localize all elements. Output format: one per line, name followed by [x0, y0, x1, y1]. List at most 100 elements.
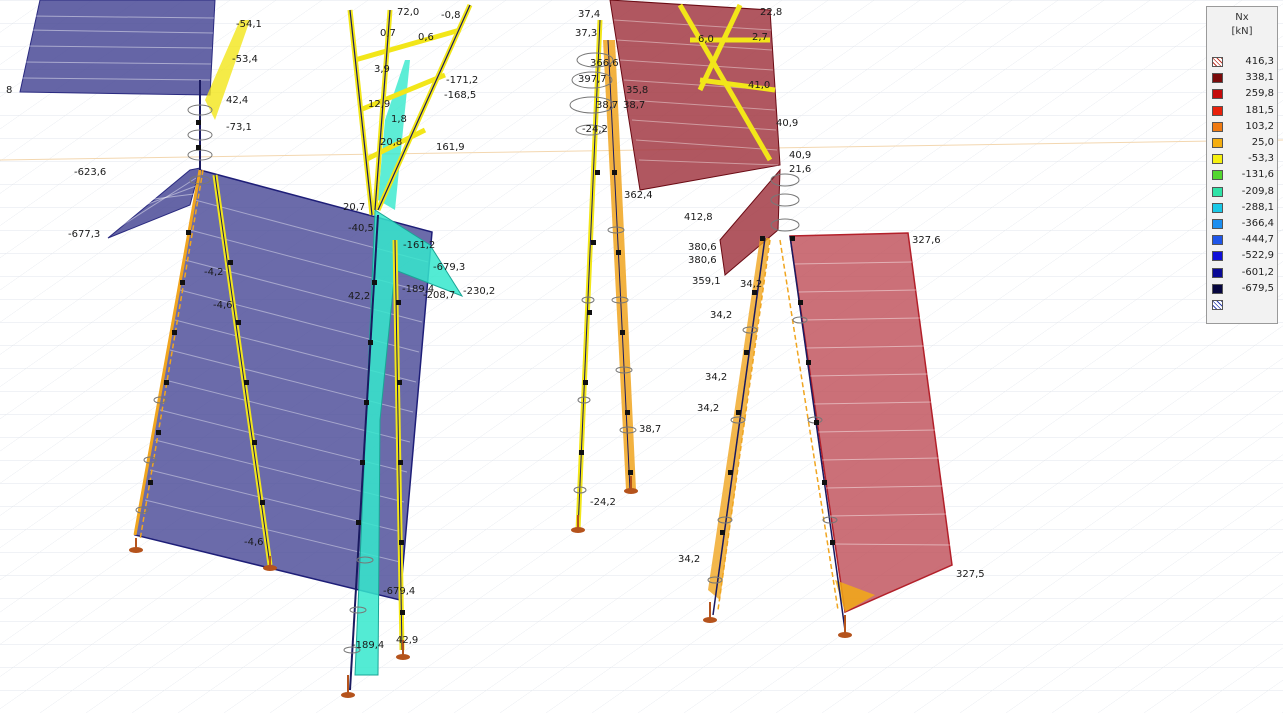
legend-entry	[1212, 298, 1274, 312]
legend-value: -522,9	[1241, 250, 1274, 262]
legend-swatch	[1212, 105, 1223, 116]
value-label: 380,6	[688, 242, 717, 253]
value-label: -208,7	[423, 290, 455, 301]
legend-entry: -131,6	[1212, 168, 1274, 182]
value-labels: 8 -54,1 -53,4 42,4 -73,1 -623,6 -677,3 -…	[6, 7, 985, 651]
value-label: 380,6	[688, 255, 717, 266]
value-label: 38,7	[596, 100, 618, 111]
value-label: 3,9	[374, 64, 390, 75]
result-diagram-red-tip	[835, 580, 875, 612]
result-diagram-red-large	[789, 232, 953, 614]
member-column-right-a	[712, 237, 766, 616]
legend-value: -131,6	[1241, 169, 1274, 181]
value-label: -4,6	[213, 300, 233, 311]
value-label: -0,8	[441, 10, 461, 21]
value-label: -230,2	[463, 286, 495, 297]
value-label: 12,9	[368, 99, 390, 110]
value-label: 161,9	[436, 142, 465, 153]
legend-value: -288,1	[1241, 201, 1274, 213]
legend-value: 416,3	[1245, 56, 1274, 67]
value-label: 37,4	[578, 9, 600, 20]
value-label: 362,4	[624, 190, 653, 201]
diagram-hatch-left-arm	[113, 177, 197, 229]
value-label: 35,8	[626, 85, 648, 96]
legend-value: 181,5	[1245, 104, 1274, 116]
member-yellow-diagonal-1	[205, 20, 250, 120]
value-label: 2,7	[752, 32, 768, 43]
value-label: 22,8	[760, 7, 782, 18]
value-label: 42,4	[226, 95, 248, 106]
legend-swatch	[1212, 186, 1223, 197]
value-label: 34,2	[678, 554, 700, 565]
legend-swatch	[1212, 202, 1223, 213]
legend-value: -209,8	[1241, 185, 1274, 197]
value-label: -679,3	[433, 262, 465, 273]
legend-value: -444,7	[1241, 234, 1274, 246]
result-diagram-right-a	[708, 238, 770, 600]
value-label: -168,5	[444, 90, 476, 101]
legend-entry: 416,3	[1212, 55, 1274, 69]
value-label: 72,0	[397, 7, 419, 18]
value-label: -161,2	[403, 240, 435, 251]
value-label: -4,2	[204, 267, 224, 278]
value-label: 8	[6, 85, 12, 96]
value-label: 34,2	[710, 310, 732, 321]
value-label: -24,2	[590, 497, 616, 508]
legend-value: -601,2	[1241, 266, 1274, 278]
legend-value: -366,4	[1241, 218, 1274, 229]
value-label: 21,6	[789, 164, 811, 175]
value-label: 38,7	[623, 100, 645, 111]
value-label: -679,4	[383, 586, 415, 597]
supports	[129, 476, 852, 698]
legend-value: 259,8	[1245, 88, 1274, 100]
legend-entry: -209,8	[1212, 185, 1274, 199]
value-label: -189,4	[352, 640, 384, 651]
value-label: -53,4	[232, 54, 258, 65]
legend-swatch	[1212, 235, 1223, 246]
value-label: 327,5	[956, 569, 985, 580]
legend-entry: 25,0	[1212, 136, 1274, 150]
member-column-central-axis	[394, 239, 403, 651]
value-label: 412,8	[684, 212, 713, 223]
legend-swatch	[1212, 73, 1223, 84]
legend-swatch	[1212, 121, 1223, 132]
value-label: -623,6	[74, 167, 106, 178]
value-label: -24,2	[582, 124, 608, 135]
value-label: 34,2	[697, 403, 719, 414]
legend-entry: 338,1	[1212, 71, 1274, 85]
value-label: 20,8	[380, 137, 402, 148]
legend-entry: 103,2	[1212, 120, 1274, 134]
value-label: 34,2	[705, 372, 727, 383]
legend-entry: -601,2	[1212, 266, 1274, 280]
legend-entry: -288,1	[1212, 201, 1274, 215]
value-label: 1,8	[391, 114, 407, 125]
legend-swatch	[1212, 219, 1223, 229]
value-label: -677,3	[68, 229, 100, 240]
legend-swatch	[1212, 251, 1223, 262]
value-label: -4,6	[244, 537, 264, 548]
legend-value: -679,5	[1241, 282, 1274, 294]
value-label: 359,1	[692, 276, 721, 287]
node-markers	[148, 120, 835, 615]
legend-entry: -53,3	[1212, 152, 1274, 166]
legend-swatch	[1212, 57, 1223, 67]
value-label: 366,6	[590, 58, 619, 69]
diagram-hatch-top-left	[21, 15, 215, 81]
legend-swatch	[1212, 170, 1223, 181]
legend-entry: -522,9	[1212, 249, 1274, 263]
value-label: 37,3	[575, 28, 597, 39]
value-label: -54,1	[236, 19, 262, 30]
value-label: -171,2	[446, 75, 478, 86]
legend-quantity: Nx	[1235, 12, 1249, 23]
legend-entry: 181,5	[1212, 104, 1274, 118]
member-column-central	[349, 214, 379, 691]
legend-entry: -679,5	[1212, 282, 1274, 296]
diagram-hatch-red-large	[793, 261, 952, 546]
value-label: 42,9	[396, 635, 418, 646]
diagram-hatch-red-upper	[613, 19, 779, 166]
result-diagram-cyan-upper	[378, 60, 410, 210]
legend-entry: 259,8	[1212, 87, 1274, 101]
